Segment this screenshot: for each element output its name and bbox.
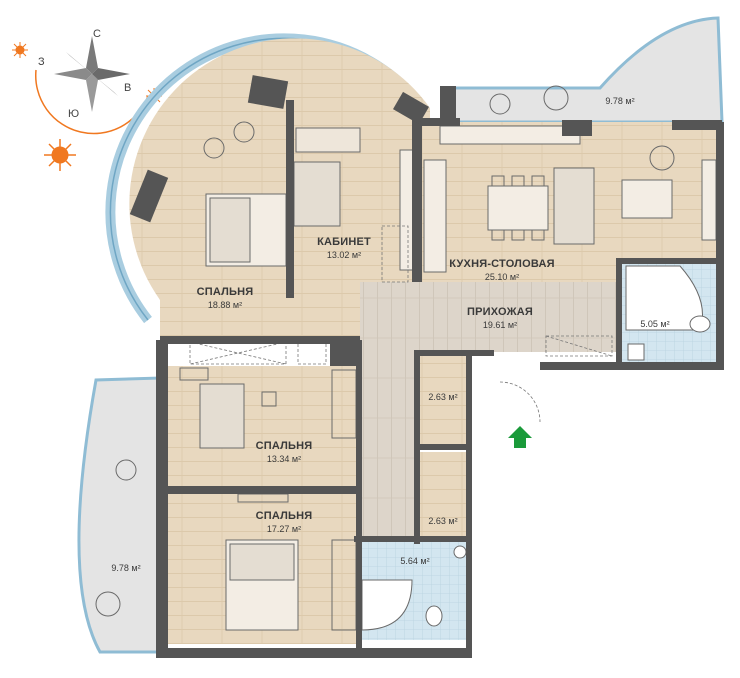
bathroom-right-area: 5.05 м² xyxy=(640,319,670,329)
closet-upper-area: 2.63 м² xyxy=(428,392,458,402)
closet-lower-area: 2.63 м² xyxy=(428,516,458,526)
room-area: 13.02 м² xyxy=(326,250,362,260)
sun-icon xyxy=(44,139,76,171)
compass-west-label: З xyxy=(38,56,45,68)
balcony-left xyxy=(77,376,162,654)
closet-upper-floor xyxy=(418,356,468,446)
entrance-arrow-icon xyxy=(508,426,532,448)
bedroom-middle-floor xyxy=(168,366,360,486)
room-name: СПАЛЬНЯ xyxy=(255,510,313,522)
furniture xyxy=(95,85,717,631)
room-area: 13.34 м² xyxy=(266,454,302,464)
room-label-bedroom-lower: СПАЛЬНЯ 17.27 м² xyxy=(256,510,313,534)
room-name: КАБИНЕТ xyxy=(317,236,371,248)
balcony-right-area: 9.78 м² xyxy=(605,96,635,106)
room-label-kitchen-dining: КУХНЯ-СТОЛОВАЯ 25.10 м² xyxy=(449,258,554,282)
compass-east-label: В xyxy=(124,82,132,94)
compass-south-label: Ю xyxy=(68,108,80,120)
balcony-left-area: 9.78 м² xyxy=(111,563,141,573)
room-area: 18.88 м² xyxy=(207,300,243,310)
room-name: КУХНЯ-СТОЛОВАЯ xyxy=(449,258,555,270)
room-name: СПАЛЬНЯ xyxy=(255,440,313,452)
compass-north-label: С xyxy=(93,28,101,40)
room-area: 19.61 м² xyxy=(482,320,518,330)
room-label-bedroom-master: СПАЛЬНЯ 18.88 м² xyxy=(197,286,254,310)
room-area: 17.27 м² xyxy=(266,524,302,534)
sun-icon xyxy=(12,42,28,58)
room-label-hallway: ПРИХОЖАЯ 19.61 м² xyxy=(467,306,533,330)
walls xyxy=(129,75,724,658)
compass-rose-icon xyxy=(34,36,149,135)
bathroom-lower-area: 5.64 м² xyxy=(400,556,430,566)
room-name: ПРИХОЖАЯ xyxy=(466,306,534,318)
room-area: 25.10 м² xyxy=(484,272,520,282)
balcony-right xyxy=(452,16,724,124)
room-name: СПАЛЬНЯ xyxy=(196,286,254,298)
room-label-bedroom-middle: СПАЛЬНЯ 13.34 м² xyxy=(256,440,313,464)
closet-lower-floor xyxy=(418,452,468,538)
room-label-study: КАБИНЕТ 13.02 м² xyxy=(317,236,371,260)
